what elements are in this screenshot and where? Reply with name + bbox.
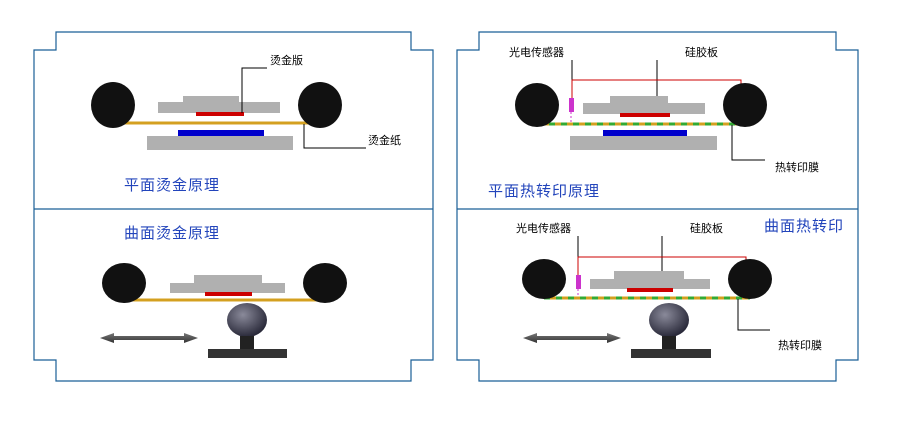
panel-flat-heat-transfer: 光电传感器 硅胶板 热转印膜 平面热转印原理 <box>488 45 819 200</box>
bottom-platen <box>147 136 293 150</box>
right-roller <box>728 259 772 299</box>
plate-leader-line <box>241 67 267 113</box>
left-roller <box>102 263 146 303</box>
right-frame-border <box>456 31 859 382</box>
heat-plate-top <box>614 271 684 279</box>
heat-plate <box>590 279 710 289</box>
workpiece-stem <box>240 336 254 350</box>
right-roller <box>298 82 342 128</box>
sensor-wire <box>571 79 742 99</box>
photoelectric-sensor <box>576 275 581 289</box>
right-roller <box>723 83 767 127</box>
workpiece-base <box>208 349 287 358</box>
panel-curved-heat-transfer: 曲面热转印 光电传感器 硅胶板 热转印膜 <box>516 217 844 358</box>
heat-plate-top <box>194 275 262 283</box>
panel-flat-hot-stamping: 烫金版 烫金纸 平面烫金原理 <box>91 53 401 194</box>
bottom-platen <box>570 136 717 150</box>
silicone-die <box>620 113 670 117</box>
right-roller <box>303 263 347 303</box>
hot-stamping-die <box>205 292 252 296</box>
heat-plate-top <box>183 96 239 102</box>
double-arrow-icon <box>523 333 621 343</box>
label-heat-transfer-film: 热转印膜 <box>778 338 822 352</box>
workpiece-base <box>631 349 711 358</box>
title-curved-hot-stamping: 曲面烫金原理 <box>124 224 220 242</box>
title-flat-heat-transfer: 平面热转印原理 <box>488 182 600 200</box>
foil-leader-line <box>303 124 366 149</box>
label-hot-stamping-plate: 烫金版 <box>270 53 303 67</box>
photoelectric-sensor <box>569 98 574 112</box>
curved-workpiece <box>227 303 267 337</box>
left-frame-border <box>33 31 434 382</box>
film-leader-line <box>731 125 765 161</box>
silicone-die <box>627 288 673 292</box>
label-heat-transfer-film: 热转印膜 <box>775 160 819 174</box>
left-frame <box>33 31 434 382</box>
heat-plate <box>583 103 705 114</box>
title-flat-hot-stamping: 平面烫金原理 <box>124 176 220 194</box>
heat-plate <box>170 283 285 293</box>
left-roller <box>515 83 559 127</box>
left-roller <box>91 82 135 128</box>
label-silicone-plate: 硅胶板 <box>690 221 723 235</box>
heat-plate <box>158 102 280 113</box>
label-photoelectric-sensor: 光电传感器 <box>509 45 564 59</box>
label-silicone-plate: 硅胶板 <box>685 45 718 59</box>
film-leader-line <box>737 299 770 331</box>
workpiece-stem <box>662 336 676 350</box>
paper-sheet <box>178 130 264 136</box>
panel-curved-hot-stamping: 曲面烫金原理 <box>100 224 347 358</box>
curved-workpiece <box>649 303 689 337</box>
label-hot-stamping-foil: 烫金纸 <box>368 133 401 147</box>
double-arrow-icon <box>100 333 198 343</box>
heat-plate-top <box>610 96 668 103</box>
substrate-sheet <box>603 130 687 136</box>
title-curved-heat-transfer: 曲面热转印 <box>764 217 844 235</box>
left-roller <box>522 259 566 299</box>
hot-stamping-die <box>196 112 244 116</box>
right-frame <box>456 31 859 382</box>
label-photoelectric-sensor: 光电传感器 <box>516 221 571 235</box>
